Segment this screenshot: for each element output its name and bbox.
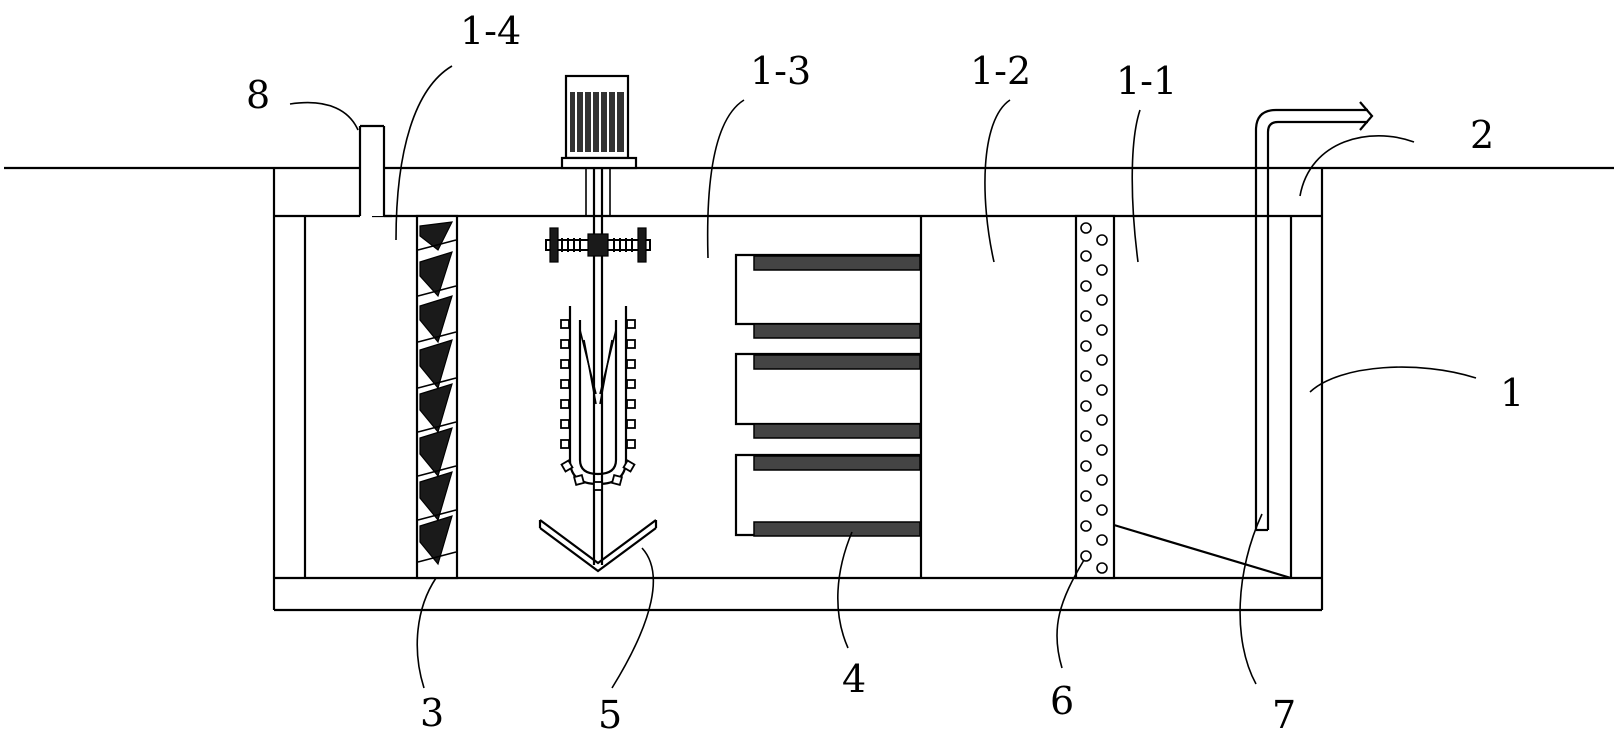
label-baffle-plates: 4 [842,657,866,701]
label-spiral-screen: 3 [420,691,444,735]
label-outlet-pipe: 2 [1470,113,1494,157]
label-filter-layer: 6 [1050,679,1074,723]
leader-lines [289,65,1477,689]
label-chamber-1-1: 1-1 [1116,59,1177,103]
inclined-plate [1113,523,1292,580]
label-chamber-1-2: 1-2 [970,49,1031,93]
agitator-arm [545,227,651,263]
inlet-pipe [358,124,392,218]
motor [560,74,638,170]
label-chamber-1-4: 1-4 [460,9,521,53]
outlet-pipe [1254,101,1374,532]
basket-stirrer [560,306,636,491]
baffle-plates [734,216,923,578]
filter-layer [1074,214,1116,580]
label-stirrer-blade: 5 [598,693,622,737]
label-chamber-1-3: 1-3 [750,49,811,93]
spiral-screen [415,214,459,580]
label-inlet: 8 [246,73,270,117]
label-tank: 1 [1500,371,1524,415]
stirrer-blade [538,519,658,573]
labels: 8 1-4 1-3 1-2 1-1 2 1 3 5 4 6 7 [246,9,1524,737]
label-inclined-plate: 7 [1272,693,1296,737]
